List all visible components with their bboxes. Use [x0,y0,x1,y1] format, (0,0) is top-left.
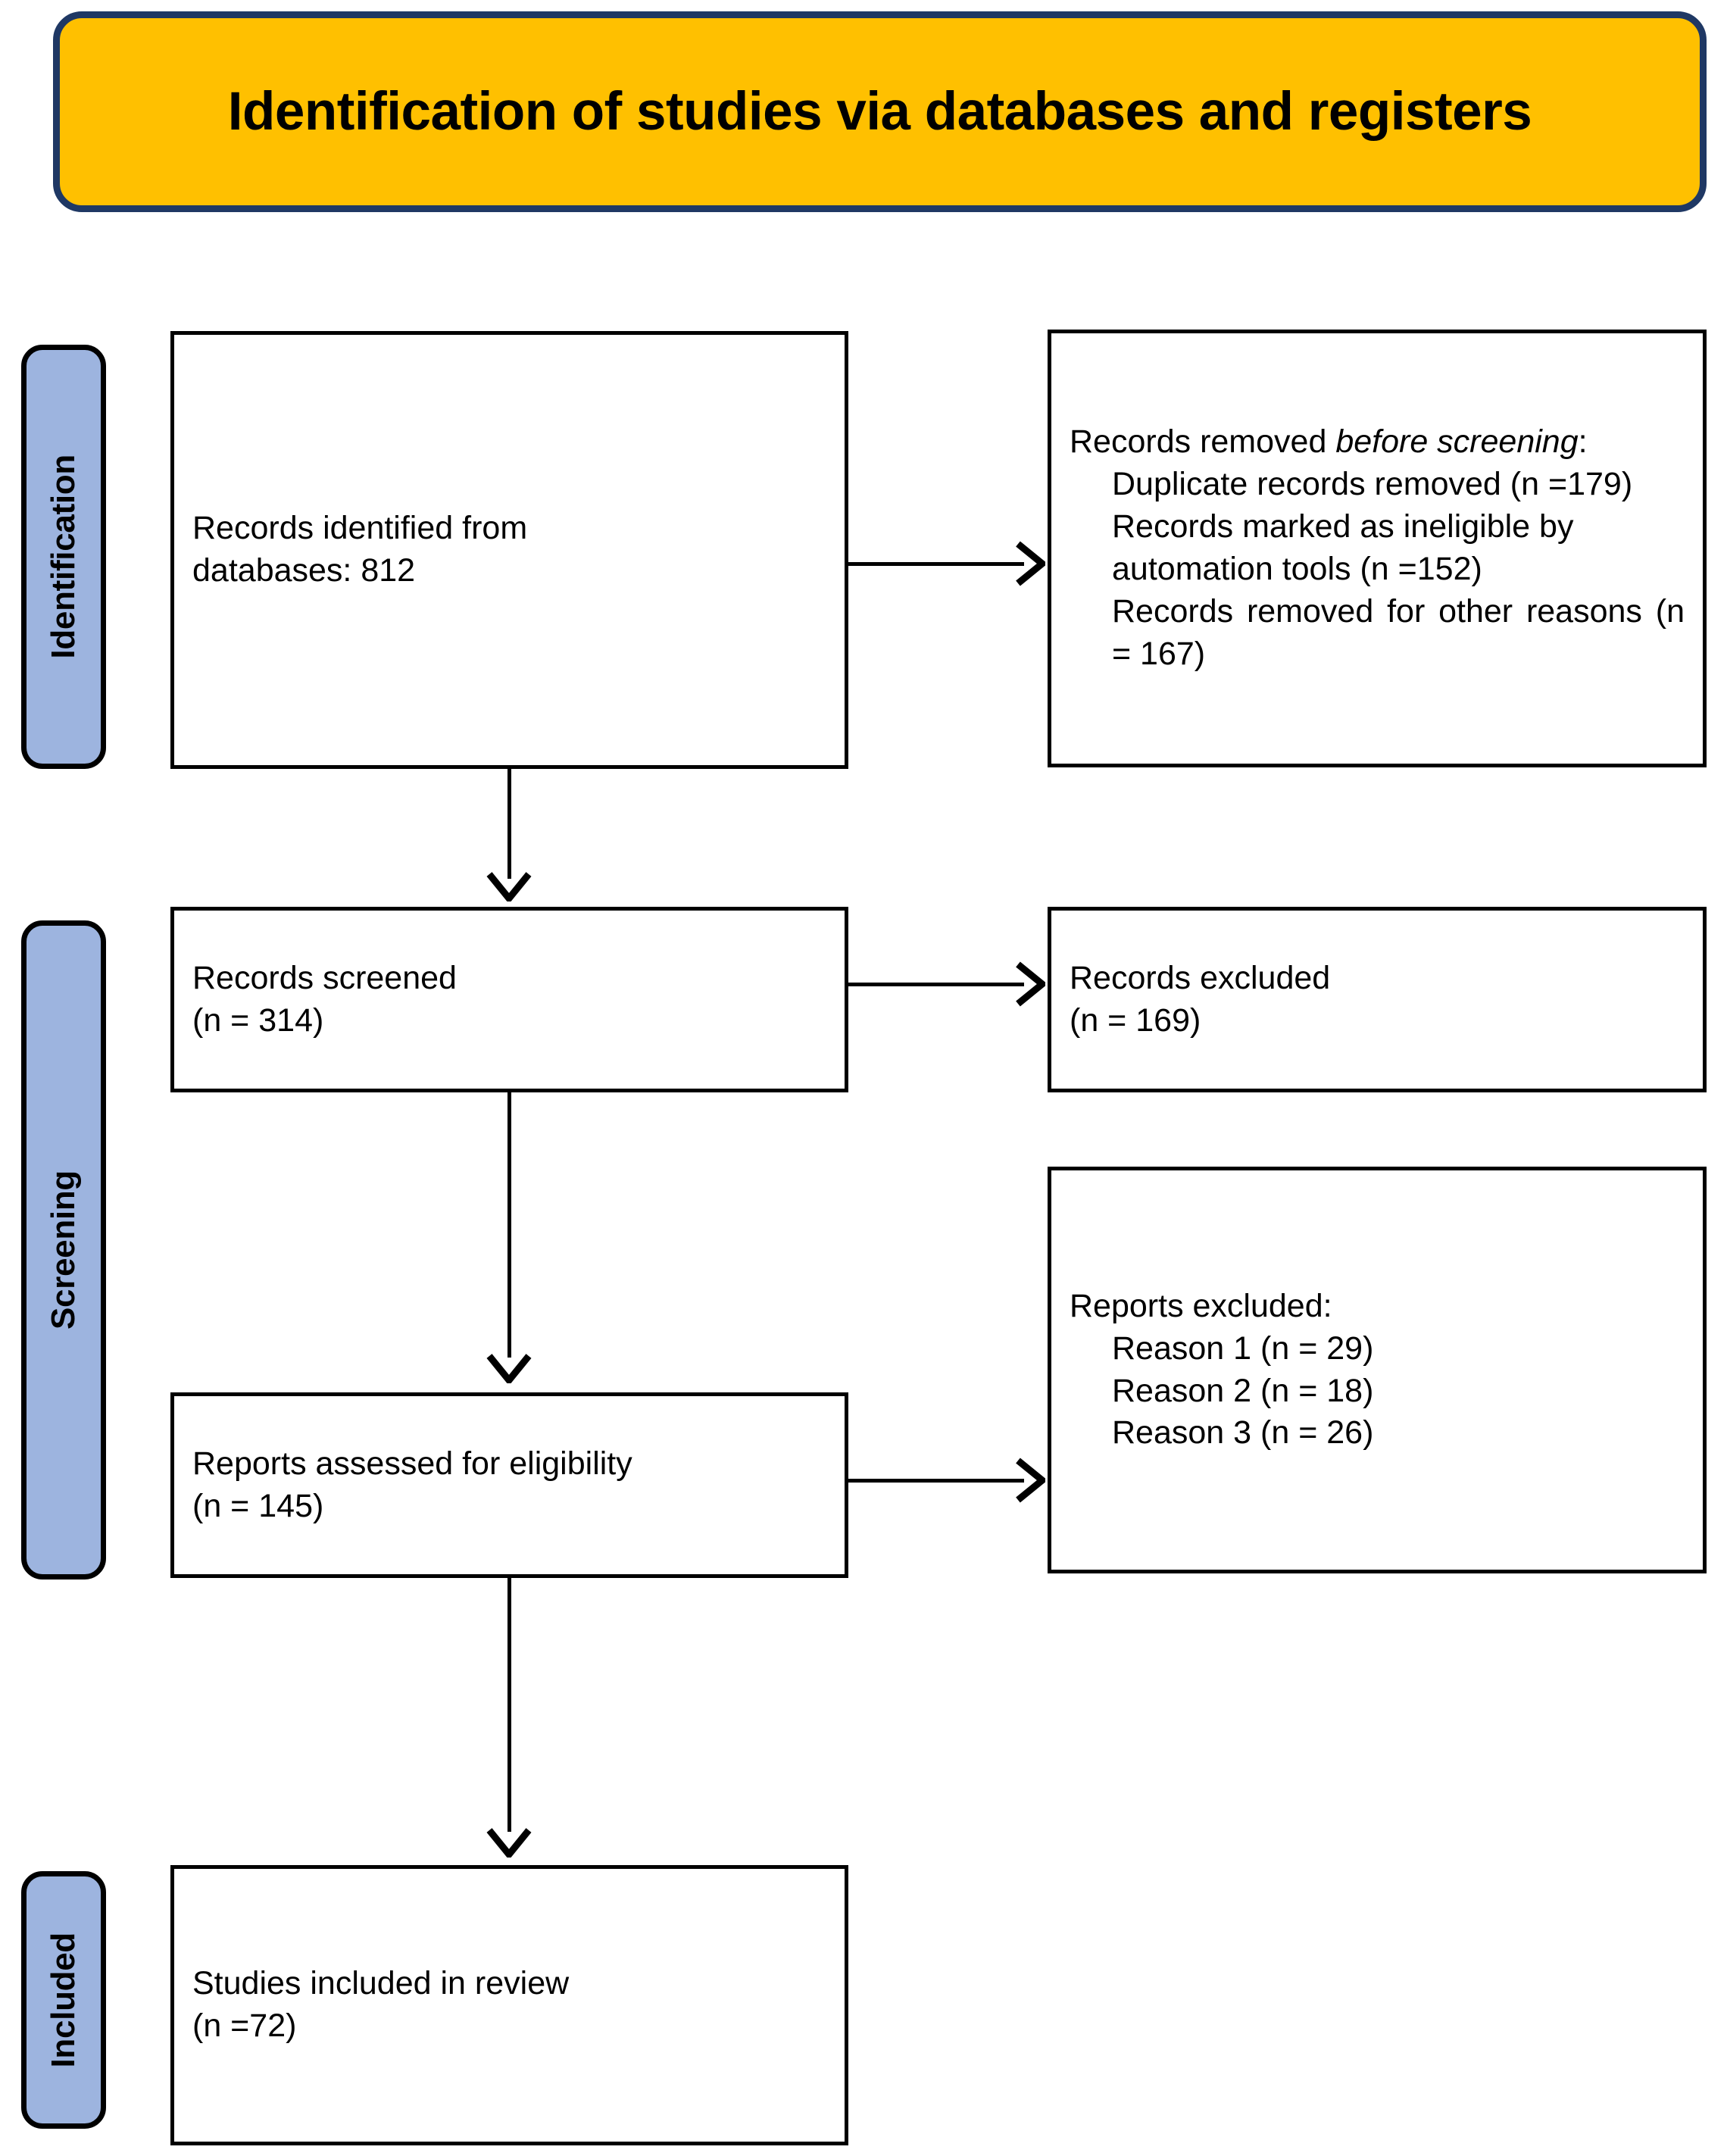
records-screened-line2: (n = 314) [192,1001,324,1039]
records-removed-item-1: Duplicate records removed (n =179) [1112,466,1633,503]
reports-assessed-line2: (n = 145) [192,1487,324,1524]
records-removed-item-3: Records removed for other reasons (n = 1… [1112,592,1685,672]
reports-excluded-reason-3: Reason 3 (n = 26) [1112,1414,1374,1451]
connector-identified-to-screened-line [507,769,511,879]
stage-tab-screening: Screening [21,920,106,1580]
box-records-excluded: Records excluded (n = 169) [1048,907,1707,1092]
stage-tab-included: Included [21,1871,106,2129]
stage-tab-screening-label: Screening [45,1170,82,1330]
box-records-removed: Records removed before screening: Duplic… [1048,330,1707,767]
box-reports-excluded-text: Reports excluded: Reason 1 (n = 29) Reas… [1051,1286,1703,1455]
connector-assessed-to-included-arrowhead [486,1827,532,1858]
records-excluded-line1: Records excluded [1070,959,1331,996]
reports-assessed-line1: Reports assessed for eligibility [192,1445,632,1482]
records-identified-line1: Records identified from [192,510,528,547]
connector-identified-to-removed-arrowhead [1015,541,1045,586]
box-reports-assessed: Reports assessed for eligibility (n = 14… [170,1392,848,1578]
connector-screened-to-excluded-arrowhead [1015,961,1045,1007]
box-records-screened-text: Records screened (n = 314) [174,958,845,1042]
records-identified-line2: databases: 812 [192,552,416,589]
connector-assessed-to-reports-excluded-arrowhead [1015,1458,1045,1503]
box-studies-included: Studies included in review (n =72) [170,1865,848,2145]
stage-tab-included-label: Included [45,1932,82,2068]
stage-tab-identification-label: Identification [45,455,82,659]
reports-excluded-reason-1: Reason 1 (n = 29) [1112,1330,1374,1367]
box-records-identified: Records identified from databases: 812 [170,331,848,769]
records-screened-line1: Records screened [192,959,457,996]
reports-excluded-reason-2: Reason 2 (n = 18) [1112,1372,1374,1409]
page-title: Identification of studies via databases … [227,82,1532,142]
records-excluded-line2: (n = 169) [1070,1001,1201,1039]
connector-screened-to-assessed-arrowhead [486,1353,532,1383]
stage-tab-identification: Identification [21,345,106,769]
records-removed-heading: Records removed before screening: [1070,423,1588,461]
connector-assessed-to-included-line [507,1578,511,1832]
connector-identified-to-removed-line [848,562,1024,566]
studies-included-line2: (n =72) [192,2008,297,2044]
reports-excluded-heading: Reports excluded: [1070,1287,1332,1324]
connector-identified-to-screened-arrowhead [486,871,532,901]
box-records-identified-text: Records identified from databases: 812 [174,508,845,592]
connector-screened-to-excluded-line [848,983,1024,986]
box-records-removed-text: Records removed before screening: Duplic… [1051,421,1703,675]
box-reports-assessed-text: Reports assessed for eligibility (n = 14… [174,1443,845,1528]
box-reports-excluded: Reports excluded: Reason 1 (n = 29) Reas… [1048,1167,1707,1573]
records-removed-heading-italic: before screening [1335,423,1579,461]
connector-assessed-to-reports-excluded-line [848,1479,1024,1483]
connector-screened-to-assessed-line [507,1092,511,1358]
studies-included-line1: Studies included in review [192,1965,570,2002]
box-records-excluded-text: Records excluded (n = 169) [1051,958,1703,1042]
box-studies-included-text: Studies included in review (n =72) [174,1963,845,2048]
box-records-screened: Records screened (n = 314) [170,907,848,1092]
records-removed-item-2: Records marked as ineligible by automati… [1112,508,1574,587]
diagram-title-banner: Identification of studies via databases … [53,11,1707,212]
